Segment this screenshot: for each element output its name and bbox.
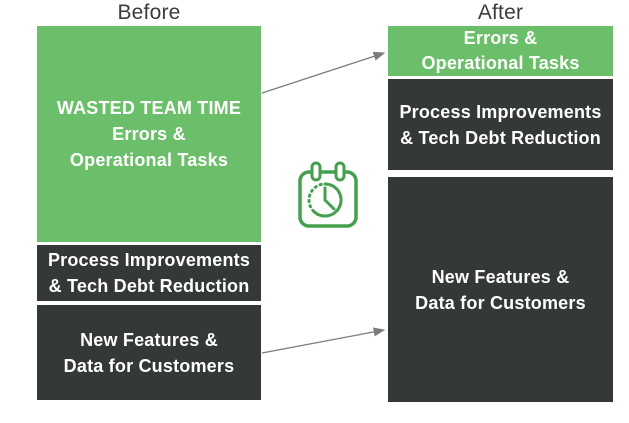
before-block-wasted-time-errors-operational: WASTED TEAM TIME Errors & Operational Ta…: [37, 26, 261, 242]
before-block-new-features: New Features & Data for Customers: [37, 305, 261, 400]
clock-hour-hand: [323, 198, 336, 211]
arrow-new-features-to-new-features: [261, 327, 386, 354]
calendar-body: [298, 170, 358, 228]
before-block-process-improvements: Process Improvements & Tech Debt Reducti…: [37, 245, 261, 301]
calendar-peg-right: [334, 161, 346, 182]
after-block-process-improvements: Process Improvements & Tech Debt Reducti…: [388, 79, 613, 170]
after-block-new-features: New Features & Data for Customers: [388, 177, 613, 402]
arrow-wasted-time-to-errors: [261, 51, 386, 94]
after-block-errors-operational: Errors & Operational Tasks: [388, 26, 613, 76]
calendar-clock-icon: [298, 161, 358, 228]
before-column-title: Before: [117, 1, 181, 24]
clock-solid-arc: [312, 182, 343, 218]
after-column-title: After: [477, 1, 524, 24]
calendar-peg-left: [310, 161, 322, 182]
